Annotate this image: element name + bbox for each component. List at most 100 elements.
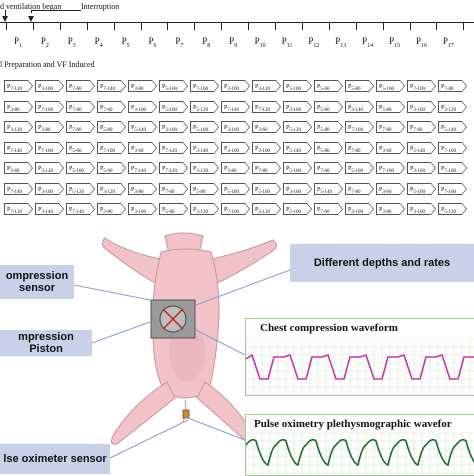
sequence-cell: P5-100 xyxy=(407,182,436,195)
compression-piston-callout: mpression Piston xyxy=(0,330,92,356)
phase-label: P7 xyxy=(175,36,184,49)
phase-label: P16 xyxy=(415,36,428,49)
timeline-tick xyxy=(221,22,223,30)
sequence-cell: P7-80 xyxy=(345,141,374,154)
phase-label: P14 xyxy=(362,36,374,49)
pulse-waveform-panel: Pulse oximetry plethysmographic wavefor xyxy=(245,414,474,476)
ventilation-marker-line xyxy=(5,10,6,18)
sequence-cell: P5-160 xyxy=(221,182,250,195)
pulse-waveform-line xyxy=(246,438,474,467)
sequence-cell: P3-120 xyxy=(97,182,126,195)
sequence-cell: P3-140 xyxy=(190,141,219,154)
interruption-arrow-icon xyxy=(28,16,34,22)
sequence-cell: P3-100 xyxy=(221,80,250,92)
sequence-cell: P7-120 xyxy=(4,203,33,215)
timeline-tick xyxy=(140,22,142,30)
sequence-cell: P5-120 xyxy=(283,121,312,133)
sequence-cell: P7-60 xyxy=(66,121,95,133)
sequence-cell: P3-120 xyxy=(438,100,467,113)
sequence-cell: P7-140 xyxy=(4,141,33,154)
sequence-cell: P5-60 xyxy=(159,203,188,215)
sequence-cell: P5-100 xyxy=(190,121,219,133)
interruption-bracket xyxy=(31,10,81,11)
sequence-cell: P5-60 xyxy=(314,80,343,92)
sequence-cell: P7-160 xyxy=(35,141,64,154)
sequence-cell: P3-120 xyxy=(252,203,281,215)
sequence-cell: P7-140 xyxy=(97,80,126,92)
phase-label: P1 xyxy=(13,36,23,49)
timeline-tick xyxy=(59,22,61,30)
sequence-cell: P7-100 xyxy=(345,121,374,133)
sequence-cell: P3-120 xyxy=(252,80,281,92)
sequence-cell: P3-120 xyxy=(4,121,33,133)
pulse-waveform-title: Pulse oximetry plethysmographic wavefor xyxy=(254,418,452,430)
sequence-cell: P3-60 xyxy=(252,121,281,133)
sequence-cell: P5-120 xyxy=(438,203,467,215)
sequence-cell: P7-160 xyxy=(438,182,467,195)
sequence-cell: P3-100 xyxy=(35,182,64,195)
timeline-tick xyxy=(463,22,465,30)
timeline-tick xyxy=(382,22,384,30)
sequence-cell: P3-100 xyxy=(128,100,157,113)
chest-waveform-plot xyxy=(246,338,474,395)
sequence-cell: P3-80 xyxy=(376,203,405,215)
phase-label: P3 xyxy=(67,36,76,49)
phase-label: P12 xyxy=(308,36,320,49)
sequence-cell: P7-80 xyxy=(438,80,467,92)
phase-label: P5 xyxy=(121,36,130,49)
sequence-cell: P5-100 xyxy=(345,162,374,174)
sequence-cell: P5-120 xyxy=(66,182,95,195)
sequence-cell: P5-140 xyxy=(128,121,157,133)
depths-rates-callout: Different depths and rates xyxy=(290,244,474,282)
sequence-cell: P7-60 xyxy=(97,100,126,113)
sequence-cell: P7-140 xyxy=(128,162,157,174)
interruption-marker-line xyxy=(31,10,32,13)
timeline-tick xyxy=(301,22,303,30)
sequence-cell: P3-160 xyxy=(407,162,436,174)
sequence-cell: P7-100 xyxy=(376,162,405,174)
sequence-cell: P5-80 xyxy=(376,100,405,113)
sequence-cell: P3-60 xyxy=(4,162,33,174)
sequence-cell: P5-160 xyxy=(159,80,188,92)
sequence-cell: P5-160 xyxy=(376,80,405,92)
sequence-cell: P3-160 xyxy=(221,121,250,133)
sequence-cell: P5-120 xyxy=(190,100,219,113)
chest-waveform-title: Chest compression waveform xyxy=(260,322,398,334)
sequence-cell: P3-100 xyxy=(221,141,250,154)
sequence-cell: P3-160 xyxy=(128,203,157,215)
sequence-cell: P3-80 xyxy=(128,80,157,92)
phase-label: P9 xyxy=(229,36,238,49)
sequence-cell: P5-140 xyxy=(283,141,312,154)
sequence-cell: P3-120 xyxy=(190,162,219,174)
sequence-cell: P5-100 xyxy=(283,203,312,215)
sequence-cell: P7-60 xyxy=(407,121,436,133)
sequence-cell: P7-100 xyxy=(438,141,467,154)
sequence-cell: P7-60 xyxy=(66,80,95,92)
sequence-cell: P3-140 xyxy=(35,203,64,215)
sequence-cell: P5-80 xyxy=(314,141,343,154)
sequence-cell: P7-100 xyxy=(97,141,126,154)
phase-label: P15 xyxy=(389,36,401,49)
prep-label: l Preparation and VF Induced xyxy=(0,60,95,69)
sequence-cell: P7-120 xyxy=(159,141,188,154)
sequence-cell: P5-60 xyxy=(66,141,95,154)
sequence-cell: P5-160 xyxy=(283,162,312,174)
compression-sensor-callout: ompression sensor xyxy=(0,265,74,299)
sequence-cell: P7-100 xyxy=(407,80,436,92)
timeline-tick xyxy=(409,22,411,30)
sequence-cell: P5-60 xyxy=(97,162,126,174)
timeline-tick xyxy=(32,22,34,30)
sequence-cell: P7-60 xyxy=(314,203,343,215)
sequence-cell: P3-80 xyxy=(221,162,250,174)
phase-label: P4 xyxy=(94,36,103,49)
pulse-oximeter-callout: lse oximeter sensor xyxy=(0,444,110,474)
sequence-cell: P3-160 xyxy=(283,100,312,113)
sequence-cell: P3-60 xyxy=(128,141,157,154)
sequence-cell: P7-120 xyxy=(4,80,33,92)
timeline-tick xyxy=(113,22,115,30)
sequence-cell: P5-100 xyxy=(159,100,188,113)
sequence-cell: P5-60 xyxy=(314,100,343,113)
sequence-cell: P5-80 xyxy=(345,80,374,92)
ventilation-note: d ventilation began xyxy=(0,2,62,11)
sequence-cell: P7-140 xyxy=(66,203,95,215)
